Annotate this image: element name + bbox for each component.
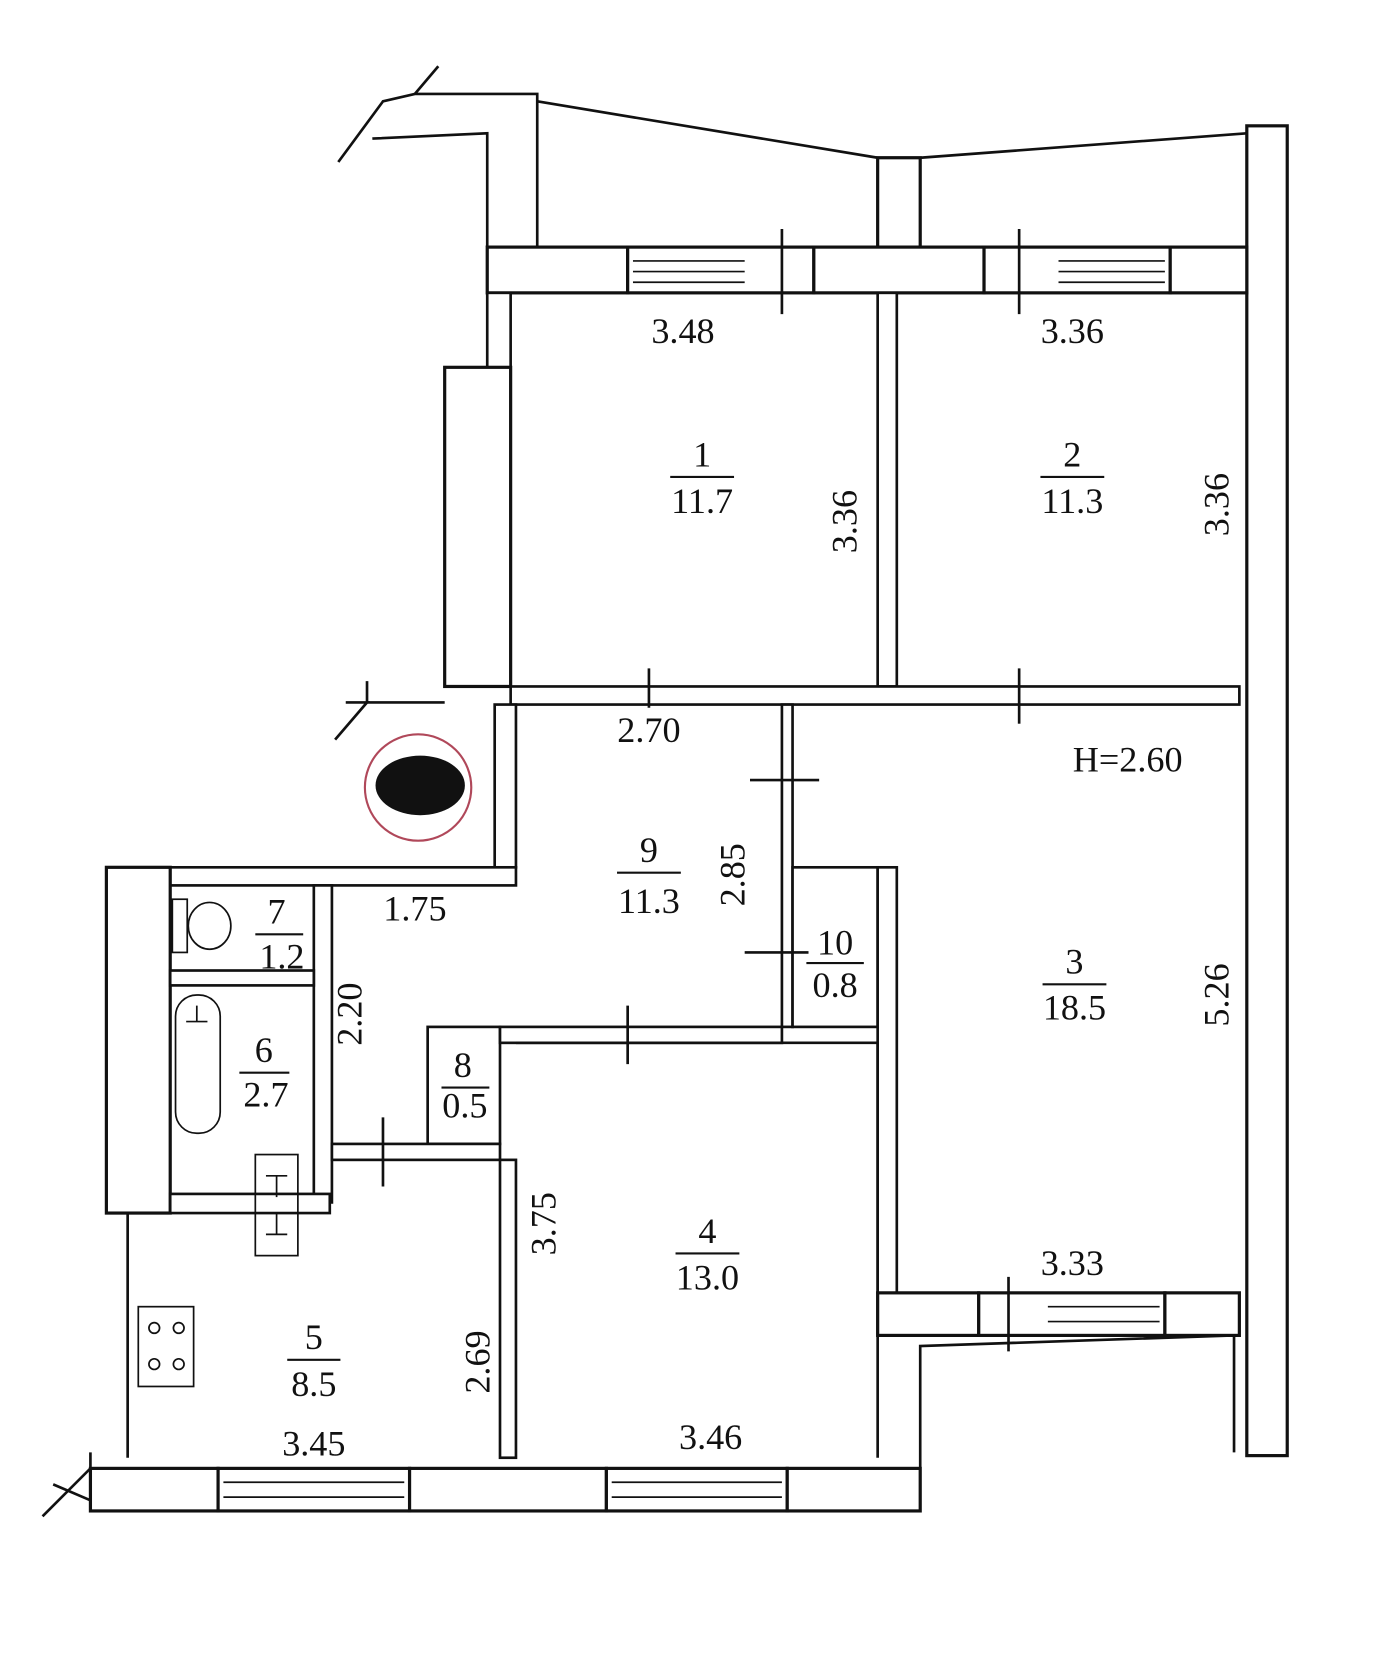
dim-r4-depth: 3.75 bbox=[523, 1192, 563, 1255]
svg-text:9: 9 bbox=[640, 830, 658, 870]
room-3-label: 318.5 bbox=[1042, 942, 1107, 1027]
svg-text:3: 3 bbox=[1065, 942, 1083, 982]
svg-text:7: 7 bbox=[268, 892, 286, 932]
dim-hall-width: 1.75 bbox=[383, 889, 446, 929]
svg-text:4: 4 bbox=[698, 1211, 716, 1251]
dim-r1-depth: 3.36 bbox=[824, 490, 864, 553]
svg-text:0.5: 0.5 bbox=[442, 1085, 487, 1125]
svg-text:11.3: 11.3 bbox=[1041, 481, 1103, 521]
bathtub-icon bbox=[174, 994, 222, 1135]
room-6-label: 62.7 bbox=[239, 1030, 290, 1115]
dimension-labels: 3.48 3.36 3.36 3.36 2.70 2.85 1.75 2.20 … bbox=[282, 311, 1237, 1464]
svg-text:8.5: 8.5 bbox=[291, 1364, 336, 1404]
exterior-wall-right bbox=[1245, 124, 1289, 1458]
room-4-label: 413.0 bbox=[675, 1211, 740, 1298]
svg-text:0.8: 0.8 bbox=[813, 965, 858, 1005]
dim-r9-width: 2.70 bbox=[617, 710, 680, 750]
ceiling-height: H=2.60 bbox=[1073, 740, 1183, 780]
room-1-label: 111.7 bbox=[670, 434, 735, 521]
stove-icon bbox=[137, 1305, 195, 1388]
svg-text:11.3: 11.3 bbox=[618, 881, 680, 921]
svg-text:11.7: 11.7 bbox=[671, 481, 733, 521]
dim-r4-width: 3.46 bbox=[679, 1417, 742, 1457]
dim-r2-width: 3.36 bbox=[1041, 311, 1104, 351]
dim-r1-width: 3.48 bbox=[651, 311, 714, 351]
dim-r3-width: 3.33 bbox=[1041, 1243, 1104, 1283]
svg-text:1: 1 bbox=[693, 434, 711, 474]
sink-icon bbox=[254, 1153, 299, 1257]
room-7-label: 71.2 bbox=[255, 892, 305, 976]
dim-r5-width: 3.45 bbox=[282, 1424, 345, 1464]
svg-text:10: 10 bbox=[817, 923, 853, 963]
fixtures bbox=[137, 733, 473, 1388]
room-9-label: 911.3 bbox=[617, 830, 681, 921]
bottom-wall bbox=[41, 1276, 1241, 1518]
room-5-label: 58.5 bbox=[287, 1317, 341, 1404]
room-2-label: 211.3 bbox=[1040, 434, 1105, 521]
top-wall bbox=[485, 229, 1249, 315]
dim-r6-depth: 2.20 bbox=[330, 982, 370, 1045]
svg-text:5: 5 bbox=[305, 1317, 323, 1357]
room-8-label: 80.5 bbox=[441, 1045, 490, 1125]
svg-text:1.2: 1.2 bbox=[259, 936, 304, 976]
svg-text:13.0: 13.0 bbox=[676, 1258, 739, 1298]
dim-r5-depth: 2.69 bbox=[457, 1330, 497, 1393]
svg-text:18.5: 18.5 bbox=[1043, 987, 1106, 1027]
interior-walls bbox=[104, 291, 1241, 1460]
dim-r9-depth: 2.85 bbox=[713, 843, 753, 906]
dim-r3-depth: 5.26 bbox=[1197, 963, 1237, 1026]
toilet-icon bbox=[171, 898, 232, 954]
dim-r2-depth: 3.36 bbox=[1197, 473, 1237, 536]
room-10-label: 100.8 bbox=[806, 923, 864, 1005]
scribbled-mark-icon bbox=[363, 733, 473, 842]
svg-text:2: 2 bbox=[1063, 434, 1081, 474]
svg-text:6: 6 bbox=[255, 1030, 273, 1070]
svg-text:8: 8 bbox=[454, 1045, 472, 1085]
svg-text:2.7: 2.7 bbox=[243, 1075, 288, 1115]
top-balcony-outline bbox=[337, 65, 1247, 249]
